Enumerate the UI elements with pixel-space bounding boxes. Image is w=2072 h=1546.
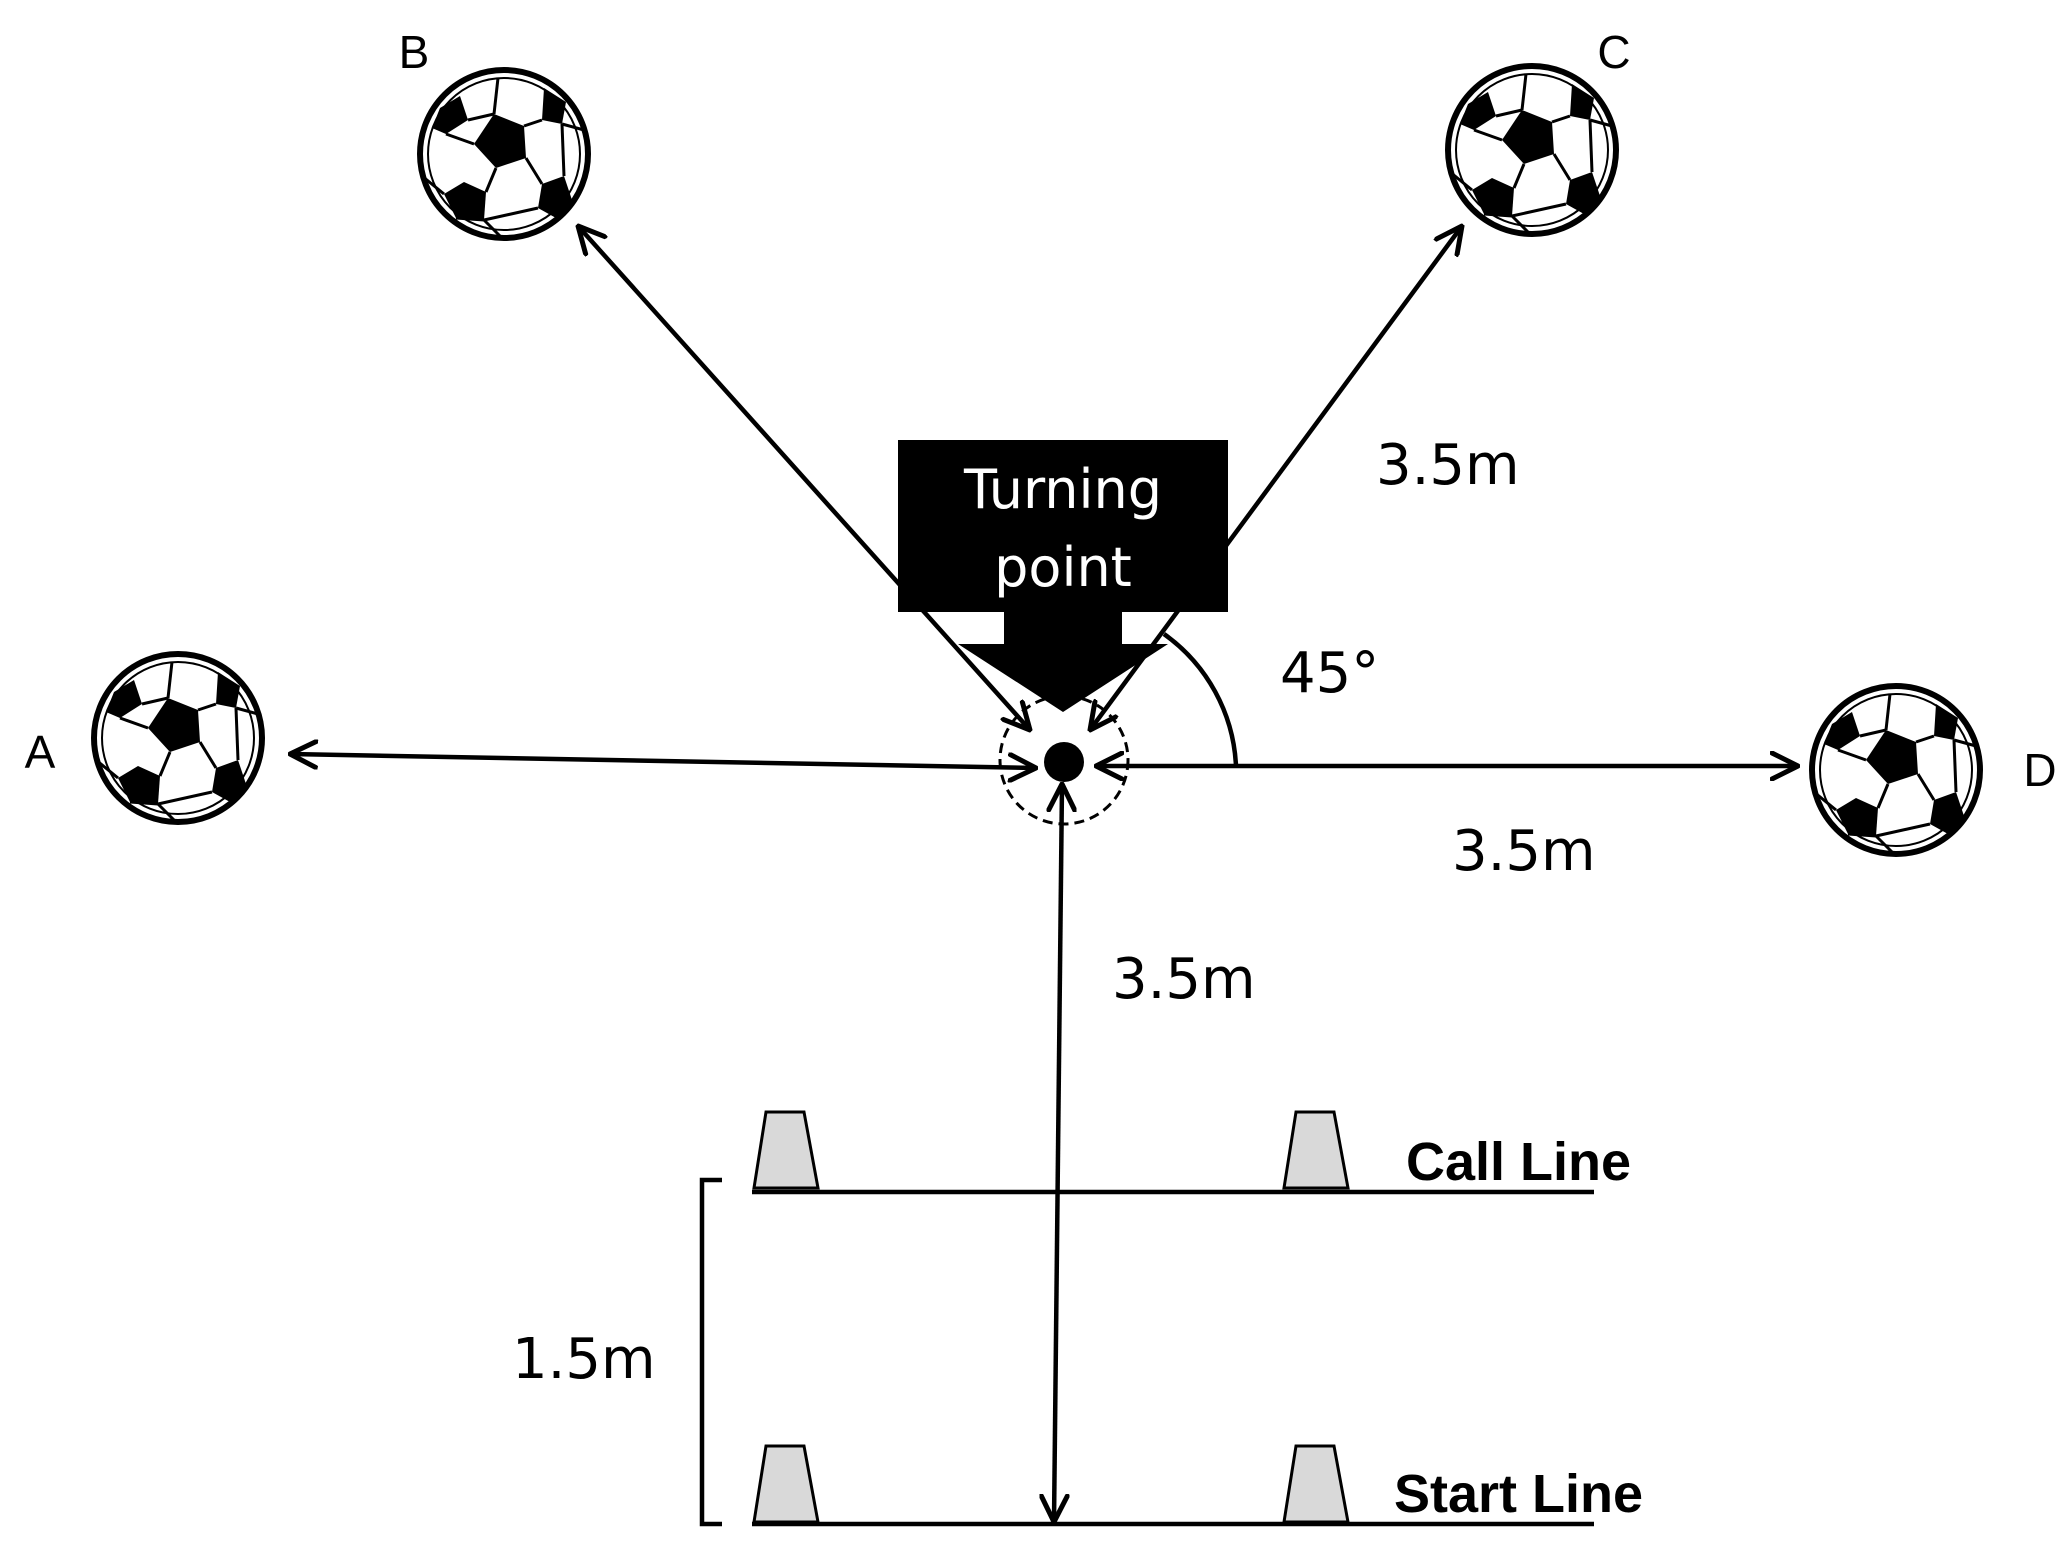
ball-label-b: B (399, 26, 430, 78)
start-call-distance-label: 1.5m (512, 1327, 656, 1392)
start-line-label: Start Line (1394, 1464, 1643, 1524)
start-line-group: Start Line (752, 1444, 1643, 1527)
cone-icon (1282, 1444, 1350, 1524)
turning-circle (998, 694, 1130, 826)
ball-label-a: A (25, 726, 56, 778)
call-line-label: Call Line (1406, 1132, 1631, 1192)
arrow-to-b (578, 226, 1030, 730)
cone-icon (752, 1444, 820, 1524)
call-line-group: Call Line (752, 1110, 1631, 1195)
soccer-ball-icon (420, 70, 588, 238)
forward-distance-label: 3.5m (1112, 947, 1256, 1012)
cone-icon (752, 1110, 820, 1190)
turning-point-arrow (958, 612, 1168, 712)
soccer-ball-icon (1448, 66, 1616, 234)
distance-bracket (699, 1177, 722, 1527)
turning-point-label-line2: point (994, 536, 1132, 599)
ball-b (420, 70, 588, 238)
side-distance-label: 3.5m (1452, 819, 1596, 884)
ball-a (94, 654, 262, 822)
turning-point-dot (1044, 742, 1084, 782)
ball-label-c: C (1597, 26, 1630, 78)
arrow-to-a (290, 754, 1036, 768)
soccer-ball-icon (1812, 686, 1980, 854)
ball-label-d: D (2023, 744, 2056, 796)
ball-d (1812, 686, 1980, 854)
ball-c (1448, 66, 1616, 234)
angle-label: 45° (1280, 641, 1379, 706)
cone-icon (1282, 1110, 1350, 1190)
soccer-ball-icon (94, 654, 262, 822)
diagonal-distance-label: 3.5m (1376, 433, 1520, 498)
turning-point-label-line1: Turning (963, 458, 1162, 521)
arrow-start-to-center (1054, 784, 1062, 1522)
angle-arc (1162, 632, 1239, 767)
turning-point-box (898, 440, 1228, 612)
